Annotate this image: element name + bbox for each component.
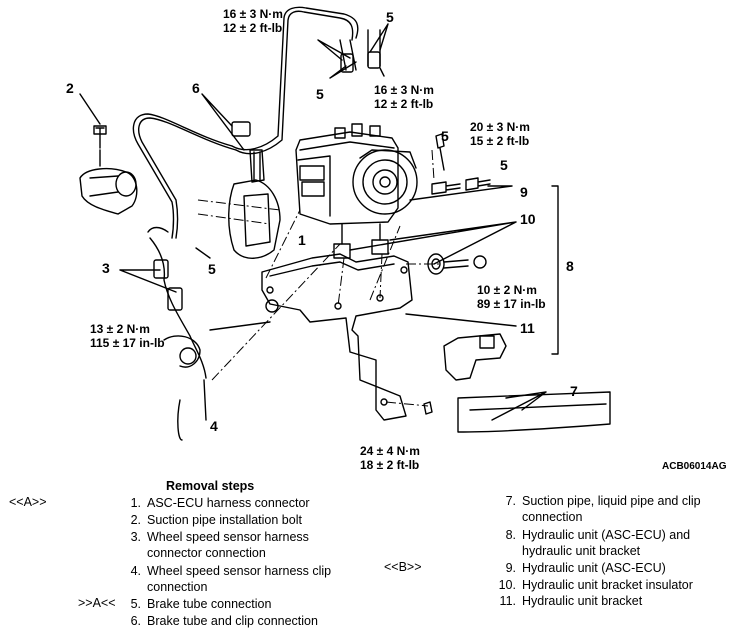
- callout-11: 11: [520, 320, 535, 336]
- step-6: 6. Brake tube and clip connection: [115, 613, 367, 629]
- torque-value-nm: 24 ± 4 N·m: [360, 444, 420, 458]
- step-ref-b: <<B>>: [384, 560, 422, 574]
- hydraulic-unit-bracket: [261, 253, 413, 421]
- step-number: 6.: [130, 614, 141, 628]
- step-number: 3.: [130, 530, 141, 544]
- exploded-view-diagram: [79, 6, 611, 441]
- step-number: 10.: [498, 578, 516, 592]
- step-text: ASC-ECU harness connector: [147, 496, 310, 510]
- torque-value-nm: 13 ± 2 N·m: [90, 322, 150, 336]
- torque-value-inlb: 115 ± 17 in-lb: [90, 336, 165, 350]
- brake-tube: [132, 113, 233, 239]
- step-number: 2.: [130, 513, 141, 527]
- step-7: 7. Suction pipe, liquid pipe and clip con…: [490, 493, 742, 525]
- torque-value-nm: 16 ± 3 N·m: [223, 7, 283, 21]
- step-3: 3. Wheel speed sensor harness connector c…: [115, 529, 347, 561]
- callout-5: 5: [386, 9, 394, 25]
- step-text: Wheel speed sensor harness connector con…: [147, 530, 309, 560]
- step-1: 1. ASC-ECU harness connector: [115, 495, 357, 511]
- step-text: Wheel speed sensor harness clip connecti…: [147, 564, 332, 594]
- step-text: Suction pipe, liquid pipe and clip conne…: [522, 494, 701, 524]
- callout-6: 6: [192, 80, 200, 96]
- step-number: 7.: [505, 494, 516, 508]
- callout-9: 9: [520, 184, 528, 200]
- step-number: 4.: [130, 564, 141, 578]
- step-number: 11.: [499, 594, 516, 608]
- step-8: 8. Hydraulic unit (ASC-ECU) and hydraulic…: [490, 527, 727, 559]
- step-9: 9. Hydraulic unit (ASC-ECU): [490, 560, 742, 576]
- callout-3: 3: [102, 260, 110, 276]
- callout-5: 5: [316, 86, 324, 102]
- step-text: Hydraulic unit bracket: [522, 594, 643, 608]
- step-number: 9.: [505, 561, 516, 575]
- torque-value-ftlb: 18 ± 2 ft-lb: [360, 458, 420, 472]
- step-text: Brake tube and clip connection: [147, 614, 318, 628]
- callout-5: 5: [500, 157, 508, 173]
- callout-2: 2: [66, 80, 74, 96]
- torque-value-nm: 10 ± 2 N·m: [477, 283, 537, 297]
- brake-tube: [231, 6, 359, 151]
- torque-value-ftlb: 12 ± 2 ft-lb: [374, 97, 434, 111]
- callout-5: 5: [208, 261, 216, 277]
- callout-10: 10: [520, 211, 536, 227]
- torque-value-ftlb: 12 ± 2 ft-lb: [223, 21, 283, 35]
- step-10: 10. Hydraulic unit bracket insulator: [490, 577, 742, 593]
- brake-tube: [235, 10, 354, 155]
- step-text: Suction pipe installation bolt: [147, 513, 302, 527]
- torque-value-nm: 20 ± 3 N·m: [470, 120, 530, 134]
- step-text: Hydraulic unit bracket insulator: [522, 578, 693, 592]
- step-2: 2. Suction pipe installation bolt: [115, 512, 357, 528]
- callout-7: 7: [570, 383, 578, 399]
- harness-connector: [228, 179, 281, 259]
- step-text: Brake tube connection: [147, 597, 272, 611]
- step-number: 5.: [130, 597, 141, 611]
- brake-tube: [138, 117, 237, 239]
- hydraulic-unit: [295, 131, 399, 225]
- callout-5: 5: [441, 128, 449, 144]
- step-5: 5. Brake tube connection: [115, 596, 357, 612]
- step-ref-a-install: >>A<<: [78, 596, 116, 610]
- torque-value-inlb: 89 ± 17 in-lb: [477, 297, 546, 311]
- torque-value-nm: 16 ± 3 N·m: [374, 83, 434, 97]
- step-text: Hydraulic unit (ASC-ECU): [522, 561, 666, 575]
- callout-8: 8: [566, 258, 574, 274]
- step-ref-a: <<A>>: [9, 495, 47, 509]
- step-number: 8.: [505, 528, 516, 542]
- step-11: 11. Hydraulic unit bracket: [490, 593, 742, 609]
- step-4: 4. Wheel speed sensor harness clip connec…: [115, 563, 357, 595]
- callout-4: 4: [210, 418, 218, 434]
- step-number: 1.: [130, 496, 141, 510]
- figure-code: ACB06014AG: [662, 461, 727, 472]
- step-text: Hydraulic unit (ASC-ECU) and hydraulic u…: [522, 528, 691, 558]
- removal-steps-title: Removal steps: [166, 479, 255, 493]
- torque-value-ftlb: 15 ± 2 ft-lb: [470, 134, 530, 148]
- callout-1: 1: [298, 232, 306, 248]
